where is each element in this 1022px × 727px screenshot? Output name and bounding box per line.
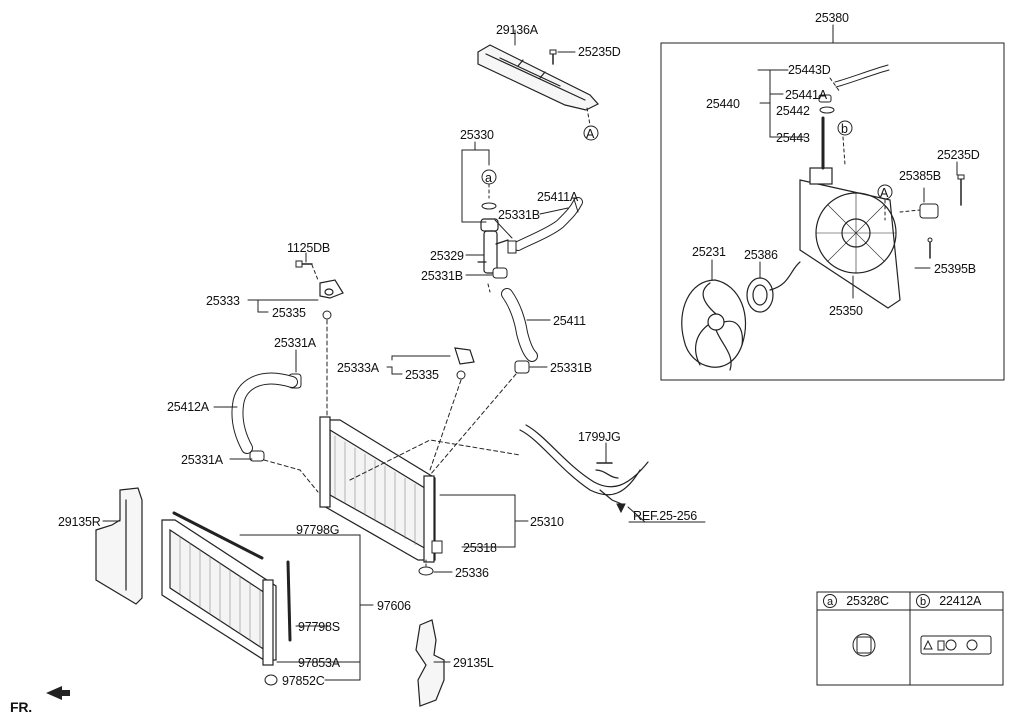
- radiator-25310: [319, 416, 436, 563]
- label-25441A: 25441A: [785, 88, 827, 102]
- reference-label: REF.25-256: [633, 509, 698, 523]
- label-29135L: 29135L: [453, 656, 494, 670]
- label-25331B-1: 25331B: [498, 208, 540, 222]
- legend-a-part: 25328C: [846, 594, 889, 608]
- label-25310: 25310: [530, 515, 564, 529]
- marker-b: b: [841, 122, 848, 136]
- label-25333: 25333: [206, 294, 240, 308]
- label-97798G: 97798G: [296, 523, 340, 537]
- label-97606: 97606: [377, 599, 411, 613]
- label-25411: 25411: [553, 314, 586, 328]
- legend-b: b 22412A: [916, 594, 981, 608]
- label-25330: 25330: [460, 128, 494, 142]
- label-25335-2: 25335: [405, 368, 439, 382]
- label-1125DB: 1125DB: [287, 241, 331, 255]
- label-25440: 25440: [706, 97, 740, 111]
- label-25318: 25318: [463, 541, 497, 555]
- filler-neck-25329: [477, 218, 509, 274]
- legend-b-part: 22412A: [939, 594, 982, 608]
- side-guard-29135R: [95, 487, 143, 605]
- condenser-97606: [161, 519, 277, 666]
- label-25336: 25336: [455, 566, 489, 580]
- bracket-25333: [319, 279, 344, 299]
- marker-A-top: A: [586, 127, 595, 141]
- label-29136A: 29136A: [496, 23, 538, 37]
- label-25235D-top: 25235D: [578, 45, 621, 59]
- label-1799JG: 1799JG: [578, 430, 621, 444]
- fan-shroud-25350: [799, 167, 901, 309]
- label-25235D-right: 25235D: [937, 148, 980, 162]
- label-25350: 25350: [829, 304, 863, 318]
- fan-motor-25386: [746, 261, 801, 313]
- label-25443D: 25443D: [788, 63, 831, 77]
- label-25331B-3: 25331B: [550, 361, 592, 375]
- marker-a: a: [485, 171, 492, 185]
- legend-table: [816, 591, 1004, 686]
- label-25331B-2: 25331B: [421, 269, 463, 283]
- legend-b-marker: b: [916, 594, 930, 608]
- label-25331A-1: 25331A: [274, 336, 316, 350]
- label-25442: 25442: [776, 104, 810, 118]
- label-25395B: 25395B: [934, 262, 976, 276]
- label-97798S: 97798S: [298, 620, 340, 634]
- label-25380: 25380: [815, 11, 849, 25]
- label-25412A: 25412A: [167, 400, 209, 414]
- label-25231: 25231: [692, 245, 726, 259]
- label-29135R: 29135R: [58, 515, 101, 529]
- label-25385B: 25385B: [899, 169, 941, 183]
- label-25331A-2: 25331A: [181, 453, 223, 467]
- front-label: FR.: [10, 699, 32, 715]
- oil-cooler-hoses: [519, 424, 649, 506]
- fan-blade-25231: [681, 279, 747, 371]
- label-25335-1: 25335: [272, 306, 306, 320]
- label-97853A: 97853A: [298, 656, 340, 670]
- label-97852C: 97852C: [282, 674, 325, 688]
- legend-a: a 25328C: [823, 594, 889, 608]
- label-25411A: 25411A: [537, 190, 578, 204]
- label-25329: 25329: [430, 249, 464, 263]
- marker-A-circle: [583, 125, 599, 141]
- legend-a-marker: a: [823, 594, 837, 608]
- marker-A-right: A: [880, 186, 889, 200]
- label-25386: 25386: [744, 248, 778, 262]
- air-guard-29136A: [477, 44, 599, 111]
- label-25443: 25443: [776, 131, 810, 145]
- label-25333A: 25333A: [337, 361, 379, 375]
- side-guard-29135L: [415, 619, 445, 707]
